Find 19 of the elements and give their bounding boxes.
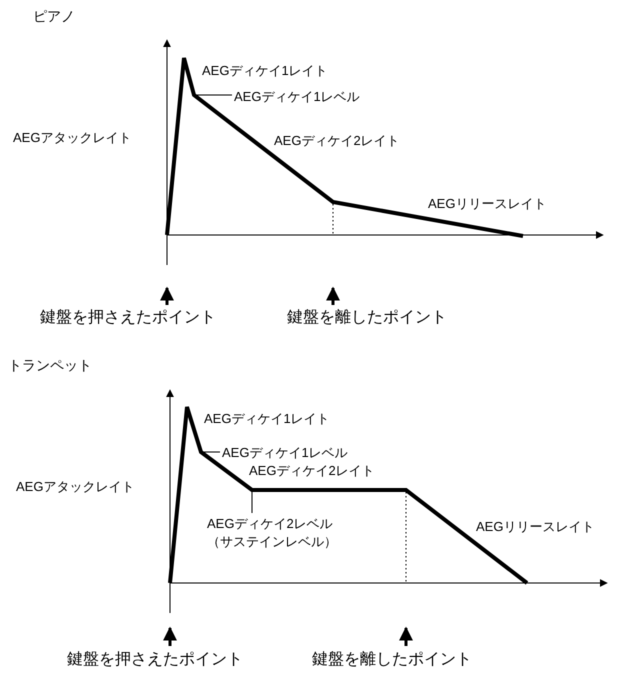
callout-text: AEGディケイ2レベル [207, 515, 334, 533]
parameter-label: AEGディケイ2レイト [274, 133, 400, 149]
panel-title: ピアノ [33, 8, 75, 24]
callout-text: 鍵盤を押さえたポイント [40, 308, 216, 328]
parameter-label: AEGアタックレイト [16, 479, 134, 495]
leader-line [194, 94, 232, 96]
callout-text: 鍵盤を押さえたポイント [67, 650, 243, 670]
callout-text: （サステインレベル） [207, 533, 337, 551]
callout-text: 鍵盤を離したポイント [312, 650, 472, 670]
parameter-label: AEGディケイ1レイト [202, 63, 328, 79]
callout-text: AEGディケイ1レベル [222, 444, 348, 462]
parameter-label: AEGアタックレイト [13, 130, 132, 146]
callout-text: 鍵盤を離したポイント [287, 308, 447, 328]
parameter-label: AEGリリースレイト [428, 196, 546, 212]
parameter-label: AEGディケイ1レイト [204, 411, 330, 427]
callout-text: AEGディケイ1レベル [234, 88, 360, 106]
parameter-label: AEGリリースレイト [476, 519, 594, 535]
panel-title: トランペット [8, 357, 92, 373]
parameter-label: AEGディケイ2レイト [249, 463, 375, 479]
